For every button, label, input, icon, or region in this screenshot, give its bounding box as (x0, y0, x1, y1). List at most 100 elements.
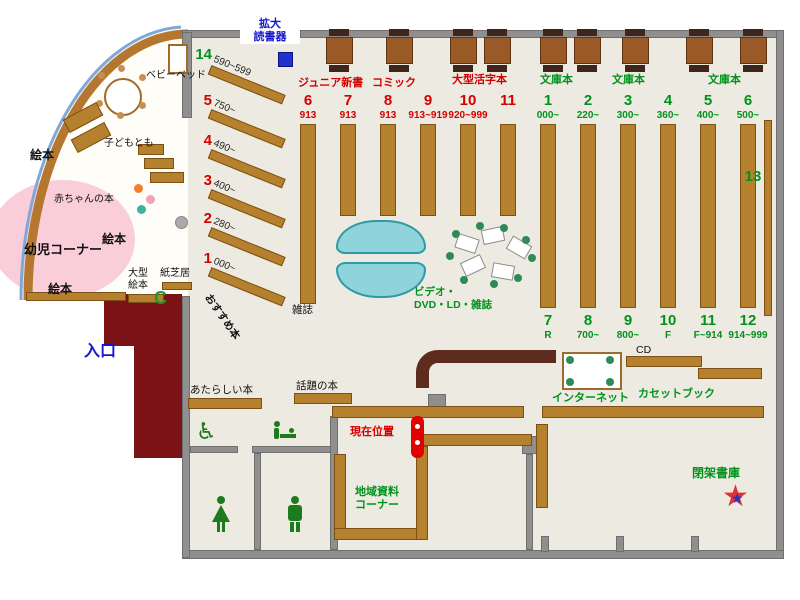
reading-table (484, 37, 511, 64)
shelf-number: 2 (203, 210, 212, 227)
shelf-bar (380, 124, 396, 216)
bottom-right-wall (526, 454, 533, 550)
toilet-divider-wall (254, 453, 261, 550)
current-location-label: 現在位置 (350, 426, 394, 438)
toddler-corner-label: 幼児コーナー (24, 242, 103, 257)
cassette-shelf (698, 368, 762, 379)
shelf-number: 1 (203, 250, 212, 267)
chair (487, 29, 507, 36)
toilet-wall-h1 (190, 446, 238, 453)
shelf-number: 7 (543, 312, 553, 329)
chair (139, 74, 146, 81)
ehon-label: 絵本 (102, 232, 127, 246)
wall-stub-1 (541, 536, 549, 552)
shelf-bar (540, 124, 556, 308)
reading-table (540, 37, 567, 64)
shelf-bar (660, 124, 676, 308)
shelf-range: 800~ (616, 330, 640, 341)
chair (743, 29, 763, 36)
wall-stub-3 (691, 536, 699, 552)
kids-step (138, 144, 164, 155)
chair (689, 29, 709, 36)
local-materials-shelf-right (416, 446, 428, 540)
shelf-number: 4 (663, 92, 673, 109)
main-floor (182, 34, 784, 554)
reading-table (574, 37, 601, 64)
shelf-number: 11 (500, 92, 516, 109)
shelf-range: 000~ (536, 110, 560, 121)
chair (389, 29, 409, 36)
shelf-number: 8 (383, 92, 393, 109)
shelf-number: 7 (343, 92, 353, 109)
study-chair (452, 230, 460, 238)
chair (577, 29, 597, 36)
baby-bed-label: ベビーベッド (146, 70, 206, 81)
shelf-number: 5 (703, 92, 713, 109)
shelf-bar (420, 124, 436, 216)
shelf-number: 9 (423, 92, 433, 109)
internet-chair (566, 356, 574, 364)
new-books-label: あたらしい本 (190, 384, 253, 396)
wall-shelf (764, 120, 772, 316)
section-large-print-label: 大型活字本 (452, 74, 507, 86)
baby-bed (168, 44, 188, 74)
new-books-shelf (188, 398, 262, 409)
internet-label: インターネット (552, 392, 629, 404)
chair (96, 100, 103, 107)
closed-stacks-label: 閉架書庫 (692, 466, 741, 480)
chair (98, 72, 105, 79)
local-materials-label: 地域資料 コーナー (355, 486, 399, 512)
section-bunko3-label: 文庫本 (708, 74, 741, 86)
shelf-number: 9 (623, 312, 633, 329)
entrance-label: 入口 (84, 343, 117, 360)
large-ehon-label: 大型 絵本 (128, 268, 148, 291)
chair (389, 65, 409, 72)
shelf-range: 220~ (576, 110, 600, 121)
shelf-number: 3 (623, 92, 633, 109)
chair (118, 65, 125, 72)
reading-table (686, 37, 713, 64)
reading-table (386, 37, 413, 64)
shelf-bar (620, 124, 636, 308)
shelf-range: 913 (299, 110, 317, 121)
section-bunko1-label: 文庫本 (540, 74, 573, 86)
shelf-bar (740, 124, 756, 308)
magazines-label: 雑誌 (292, 304, 313, 316)
right-wall (776, 30, 784, 558)
reading-device-icon (278, 52, 293, 67)
reading-table (326, 37, 353, 64)
female-toilet-icon (210, 496, 232, 536)
shelf-range: 914~999 (728, 330, 768, 341)
kodomo-label: 子どもとも (104, 138, 154, 149)
shelf-number: 2 (583, 92, 593, 109)
internet-chair (606, 378, 614, 386)
shelf-bar (460, 124, 476, 216)
shelf-number: 5 (203, 92, 212, 109)
shelf-bar (500, 124, 516, 216)
shelf-range: 913 (379, 110, 397, 121)
shelf-bar (580, 124, 596, 308)
study-chair (460, 276, 468, 284)
stool (137, 205, 146, 214)
internet-chair (606, 356, 614, 364)
shelf-bar (300, 124, 316, 304)
chair (139, 102, 146, 109)
study-chair (490, 280, 498, 288)
pillar-round (175, 216, 188, 229)
wheelchair-icon: ♿ (196, 418, 217, 444)
top-left-wall (182, 32, 192, 118)
chair (329, 65, 349, 72)
shelf-range: 700~ (576, 330, 600, 341)
vertical-shelf (536, 424, 548, 508)
chair (625, 65, 645, 72)
shelf-range: 913 (339, 110, 357, 121)
chair (117, 112, 124, 119)
reading-device-label: 拡大 読書器 (240, 18, 300, 45)
kamishibai-label: 紙芝居 (160, 268, 190, 279)
shelf-number: 1 (543, 92, 553, 109)
long-shelf-lower (420, 434, 532, 446)
cd-shelf (626, 356, 702, 367)
topical-books-label: 話題の本 (296, 380, 338, 392)
entrance-block-lower (134, 346, 182, 458)
toilet-wall-h2 (252, 446, 336, 453)
